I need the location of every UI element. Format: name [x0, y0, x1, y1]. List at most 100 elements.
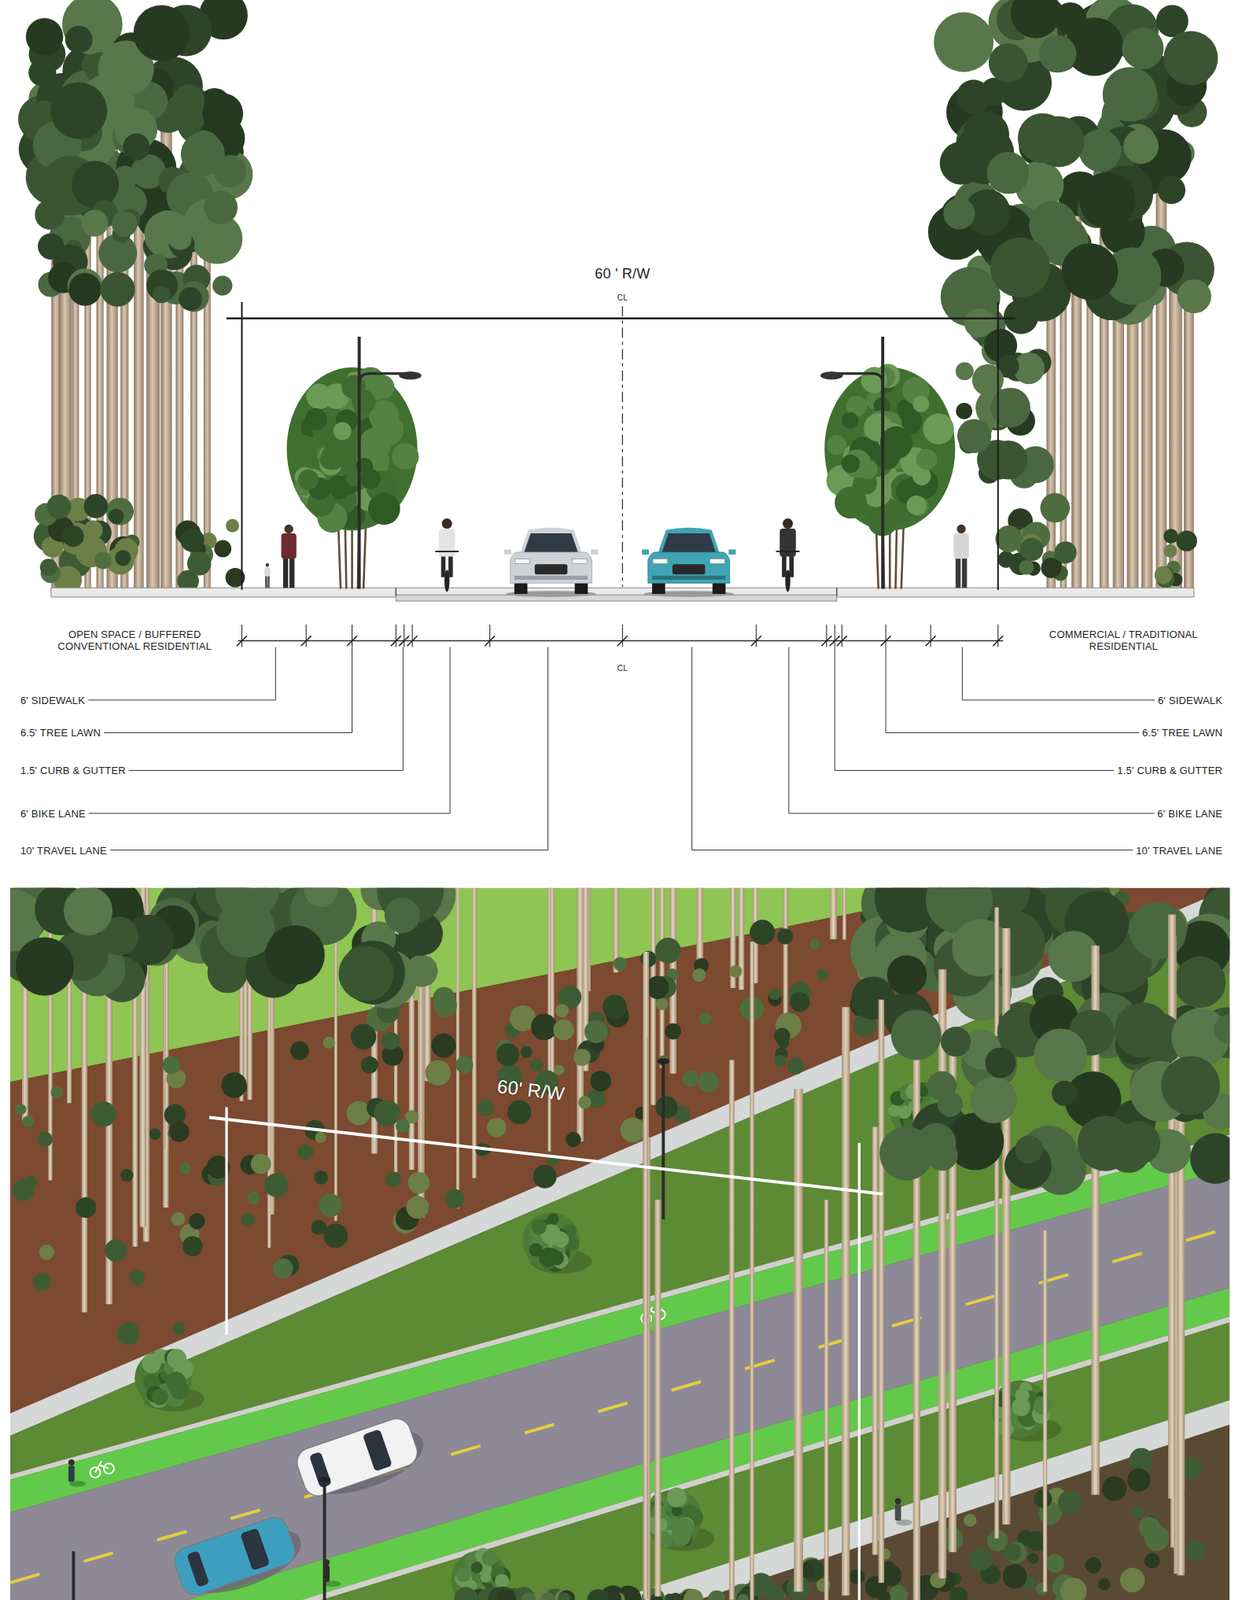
pole-arm	[836, 373, 883, 384]
forest-canopy	[928, 0, 1219, 327]
forest-canopy-blob	[1128, 901, 1187, 959]
leg	[267, 575, 270, 588]
shrub-blob	[507, 1100, 531, 1125]
forest-canopy-blob	[50, 82, 107, 140]
shrub-blob	[1033, 1489, 1052, 1508]
shrub-blob	[361, 1056, 379, 1074]
shrub-blob	[769, 987, 782, 1000]
shrub-blob	[114, 549, 131, 566]
forest-canopy-blob	[1123, 129, 1159, 165]
pedestrian	[953, 524, 969, 588]
shrub-blob	[1139, 1516, 1162, 1539]
shrub-blob	[323, 1036, 336, 1049]
shrub-blob	[246, 1191, 260, 1205]
forest-canopy-blob	[1121, 27, 1164, 70]
leader-line	[103, 647, 353, 734]
tree-leaf-blob	[530, 1219, 546, 1235]
forest-canopy-blob	[34, 199, 65, 230]
forest-canopy-blob	[972, 364, 1004, 396]
perspective-render	[10, 888, 1230, 1600]
forest-canopy-blob	[111, 210, 137, 236]
shrub-blob	[552, 1019, 574, 1040]
head	[895, 1497, 902, 1505]
street-tree	[824, 364, 955, 590]
forest-canopy-blob	[122, 133, 150, 161]
tree-leaf-blob	[670, 1505, 682, 1517]
shrub-blob	[787, 1057, 804, 1075]
shrub-blob	[188, 1212, 205, 1229]
tick-slash	[398, 635, 410, 646]
shrub-blob	[565, 1131, 581, 1147]
head	[284, 524, 294, 534]
mirror	[504, 549, 512, 555]
shrub	[175, 519, 245, 593]
forest-canopy-blob	[212, 275, 233, 295]
light-pole	[661, 1061, 665, 1220]
shrub-blob	[179, 1162, 192, 1175]
tree-leaf-blob	[305, 408, 328, 431]
forest-canopy-blob	[1161, 1056, 1221, 1116]
tree-trunk	[938, 969, 947, 1578]
shrub-blob	[84, 493, 109, 519]
tick	[412, 624, 413, 648]
shrub-blob	[444, 1189, 465, 1210]
shrub-blob	[162, 1055, 181, 1074]
tick	[403, 624, 405, 648]
shrub-blob	[888, 1585, 908, 1600]
forest-canopy-blob	[37, 232, 65, 260]
shrub-blob	[749, 919, 775, 945]
tick-slash	[821, 635, 832, 646]
tick	[885, 624, 887, 648]
leg	[448, 555, 454, 578]
pole	[357, 336, 362, 589]
windshield	[661, 533, 716, 553]
car-body	[648, 552, 730, 583]
forest-canopy-blob	[987, 151, 1029, 194]
head	[442, 518, 453, 529]
tick	[755, 624, 757, 648]
shrub-blob	[774, 1028, 791, 1045]
body	[68, 1465, 75, 1482]
cyclist	[776, 518, 800, 592]
tick	[305, 624, 307, 648]
shrub-blob	[620, 1117, 646, 1143]
mirror	[590, 549, 598, 555]
dimension-ticks	[236, 624, 1003, 648]
forest-canopy-blob	[1028, 201, 1077, 250]
leader-line	[885, 647, 1140, 734]
leader-line	[788, 647, 1154, 814]
forest-canopy-blob	[15, 936, 74, 996]
car-body	[510, 552, 593, 583]
forest-canopy-blob	[990, 237, 1051, 298]
wheel	[102, 1462, 115, 1475]
tree-leaf-blob	[897, 1105, 911, 1119]
shrub-blob	[554, 1065, 565, 1076]
forest-canopy-blob	[1163, 30, 1218, 85]
shrub-blob	[104, 1239, 128, 1263]
forest-canopy	[879, 995, 1230, 1195]
forest-canopy-blob	[988, 440, 1029, 480]
shrub-blob	[83, 520, 104, 541]
forest-canopy-blob	[173, 84, 205, 116]
mirror	[641, 549, 649, 555]
tick	[241, 624, 243, 648]
component-label: 6.5' TREE LAWN	[20, 727, 101, 738]
forest-canopy	[10, 888, 456, 1009]
shrub-blob	[613, 956, 627, 970]
pole	[881, 336, 885, 589]
forest-canopy-blob	[1102, 66, 1158, 122]
shrub-blob	[664, 1023, 682, 1040]
head	[956, 524, 966, 534]
dimension-label: 60' R/W	[496, 1076, 566, 1104]
shrub-blob	[33, 1272, 52, 1291]
tick	[834, 624, 836, 648]
shrub-blob	[40, 558, 58, 576]
shrub-blob	[1084, 1556, 1102, 1574]
shrub-blob	[323, 1223, 348, 1249]
shrub-blob	[350, 1024, 377, 1050]
shrub-blob	[250, 1153, 272, 1175]
leader-line	[110, 647, 549, 851]
shrub-blob	[108, 508, 125, 525]
headlight	[710, 559, 726, 565]
forest-canopy-blob	[851, 976, 895, 1020]
